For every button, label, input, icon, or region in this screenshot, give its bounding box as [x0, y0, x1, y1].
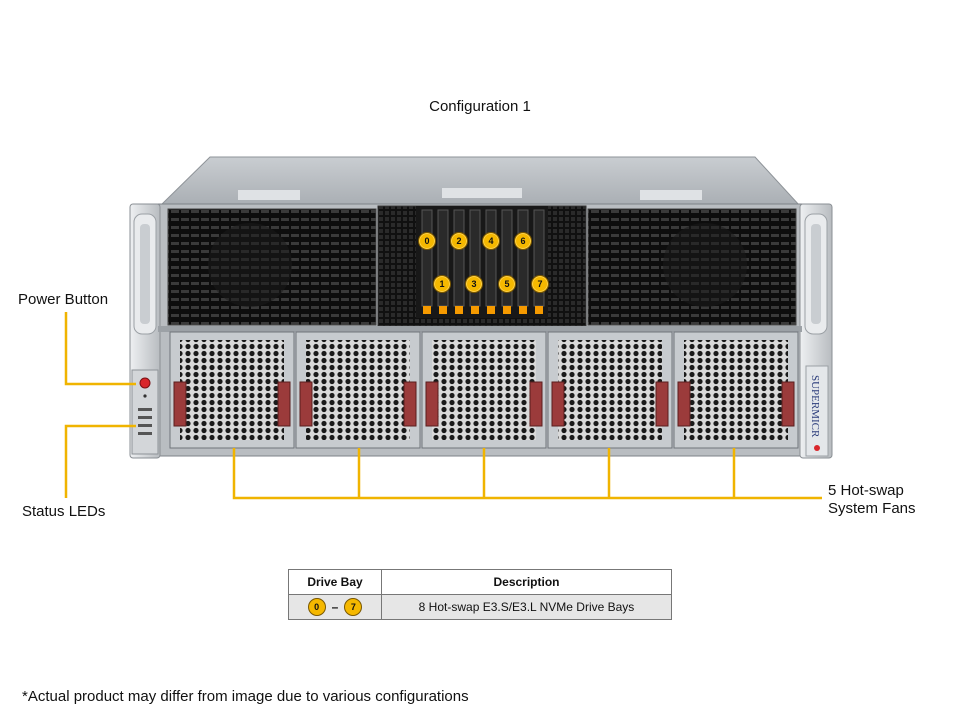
drive-bay-badge: 5	[498, 275, 516, 293]
top-label	[238, 190, 300, 200]
range-start-badge: 0	[307, 598, 326, 616]
front-panel	[131, 369, 159, 455]
legend-header-description: Description	[381, 569, 672, 595]
fan-handle[interactable]	[403, 381, 417, 427]
left-handle-grip	[140, 224, 150, 324]
status-led	[138, 408, 152, 411]
status-led	[138, 432, 152, 435]
fan-module[interactable]	[547, 331, 673, 449]
fan-module[interactable]	[295, 331, 421, 449]
left-fan-shadow	[208, 223, 292, 307]
fans-label-line1: 5 Hot-swap	[828, 482, 904, 499]
fan-grille	[558, 340, 662, 440]
status-led	[138, 424, 152, 427]
fan-module[interactable]	[673, 331, 799, 449]
supermicro-logo: SUPERMICR	[809, 375, 821, 438]
drive-latch[interactable]	[503, 306, 511, 314]
legend-description: 8 Hot-swap E3.S/E3.L NVMe Drive Bays	[381, 594, 672, 620]
drive-bay-badge: 3	[465, 275, 483, 293]
drive-latch[interactable]	[455, 306, 463, 314]
drive-tray[interactable]	[453, 209, 465, 307]
fan-handle[interactable]	[173, 381, 187, 427]
status-leds-leader	[64, 424, 136, 498]
fan-grille	[432, 340, 536, 440]
fan-handle[interactable]	[529, 381, 543, 427]
fan-grille	[180, 340, 284, 440]
drive-latch[interactable]	[487, 306, 495, 314]
logo-dot	[814, 445, 820, 451]
right-handle-grip	[811, 224, 821, 324]
fan-handle[interactable]	[425, 381, 439, 427]
drive-bay-badge: 7	[531, 275, 549, 293]
legend-header-drive-bay: Drive Bay	[288, 569, 382, 595]
configuration-title: Configuration 1	[429, 98, 531, 115]
drive-latch[interactable]	[519, 306, 527, 314]
drive-tray[interactable]	[517, 209, 529, 307]
power-button-label: Power Button	[18, 291, 109, 308]
top-label	[640, 190, 702, 200]
chassis-divider	[158, 326, 802, 332]
fans-label-line2: System Fans	[828, 500, 916, 517]
power-button-icon[interactable]	[139, 377, 151, 389]
fan-handle[interactable]	[551, 381, 565, 427]
drive-tray[interactable]	[421, 209, 433, 307]
fans-label: 5 Hot-swap System Fans	[828, 482, 916, 518]
fan-module[interactable]	[169, 331, 295, 449]
legend-range-cell: 0 – 7	[288, 594, 382, 620]
drive-bay-badge: 2	[450, 232, 468, 250]
drive-trays	[421, 209, 545, 307]
drive-bay-legend: Drive Bay Description 0 – 7 8 Hot-swap E…	[288, 569, 672, 620]
drive-bay-badge: 4	[482, 232, 500, 250]
legend-row: 0 – 7 8 Hot-swap E3.S/E3.L NVMe Drive Ba…	[288, 594, 672, 620]
fans-leader	[232, 448, 822, 500]
status-leds-label: Status LEDs	[22, 503, 106, 520]
drive-latch[interactable]	[439, 306, 447, 314]
top-label	[442, 188, 522, 198]
fan-handle[interactable]	[655, 381, 669, 427]
drive-bay-badge: 0	[418, 232, 436, 250]
fan-grille	[306, 340, 410, 440]
fan-grille	[684, 340, 788, 440]
drive-bay-badge: 1	[433, 275, 451, 293]
drive-tray-latches	[423, 306, 543, 314]
drive-bay-badge: 6	[514, 232, 532, 250]
fan-handle[interactable]	[277, 381, 291, 427]
range-separator: –	[331, 600, 339, 614]
status-led	[143, 394, 147, 398]
callout-lines	[64, 312, 822, 500]
footnote: *Actual product may differ from image du…	[22, 688, 469, 705]
fan-handle[interactable]	[677, 381, 691, 427]
right-fan-shadow	[663, 223, 747, 307]
drive-latch[interactable]	[423, 306, 431, 314]
status-led	[138, 416, 152, 419]
fan-handle[interactable]	[299, 381, 313, 427]
fan-module[interactable]	[421, 331, 547, 449]
legend-header-row: Drive Bay Description	[288, 569, 672, 595]
power-button-leader	[64, 312, 136, 386]
drive-bay-range: 0 – 7	[307, 598, 363, 616]
drive-latch[interactable]	[535, 306, 543, 314]
range-end-badge: 7	[344, 598, 363, 616]
drive-tray[interactable]	[485, 209, 497, 307]
brand-strip	[805, 365, 829, 457]
fan-handle[interactable]	[781, 381, 795, 427]
drive-latch[interactable]	[471, 306, 479, 314]
